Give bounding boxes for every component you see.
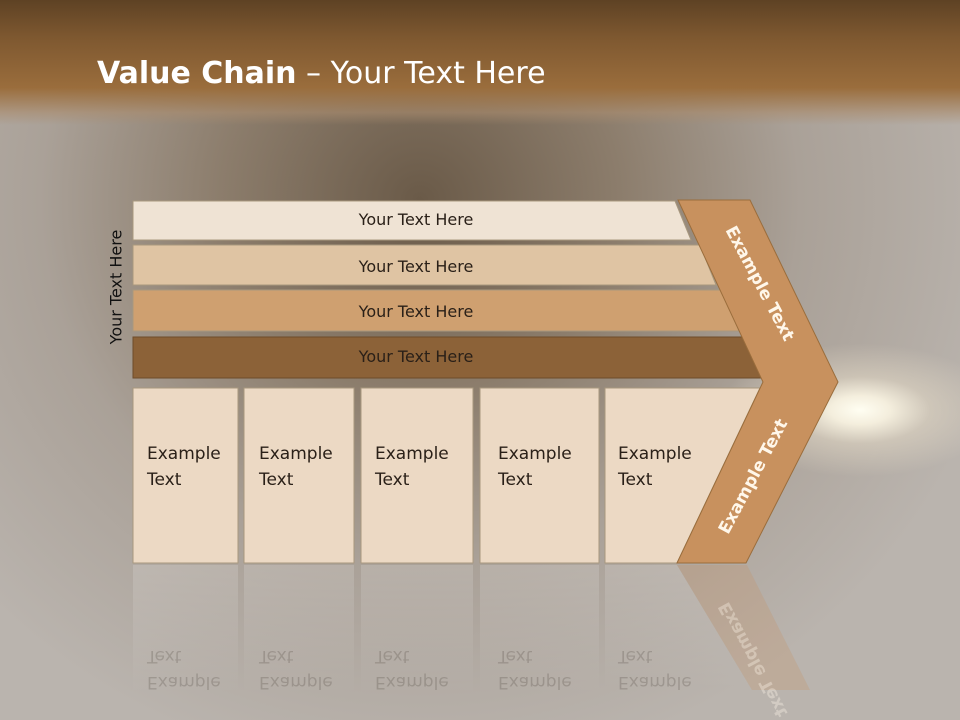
cell-2 xyxy=(243,387,355,564)
cell-5-line2: Text xyxy=(617,470,653,490)
reflection-cell-text: Text xyxy=(374,646,410,666)
bar-row-4-label: Your Text Here xyxy=(358,347,474,366)
reflection-cell xyxy=(133,565,238,695)
reflection-cell-text: Text xyxy=(617,646,653,666)
bar-row-3-label: Your Text Here xyxy=(358,302,474,321)
cell-2-line2: Text xyxy=(258,470,294,490)
cell-3 xyxy=(360,387,474,564)
cell-1-line2: Text xyxy=(146,470,182,490)
reflection-cell xyxy=(480,565,599,695)
bar-row-1 xyxy=(132,200,692,241)
reflection-cell-text: Text xyxy=(146,646,182,666)
reflection-cell-text: Example xyxy=(259,672,333,692)
cell-4 xyxy=(479,387,600,564)
reflection-cell xyxy=(244,565,354,695)
title-rest: – Your Text Here xyxy=(296,56,546,91)
title-bold: Value Chain xyxy=(97,56,297,91)
reflection-cell-text: Example xyxy=(375,672,449,692)
cell-1-line1: Example xyxy=(147,444,221,464)
cell-2-line1: Example xyxy=(259,444,333,464)
cell-1 xyxy=(132,387,239,564)
reflection-cell-text: Text xyxy=(497,646,533,666)
slide-title: Value Chain – Your Text Here xyxy=(97,56,546,91)
bar-row-2-label: Your Text Here xyxy=(358,257,474,276)
reflection-arrow xyxy=(677,565,810,690)
header-band xyxy=(0,0,960,125)
bar-row-1-label: Your Text Here xyxy=(358,210,474,229)
diagram-reflection: Example Text Example Text Example Text E… xyxy=(133,565,810,720)
reflection-cell-text: Example xyxy=(147,672,221,692)
cell-5-line1: Example xyxy=(618,444,692,464)
reflection-cell-text: Example xyxy=(618,672,692,692)
cell-3-line1: Example xyxy=(375,444,449,464)
reflection-cell xyxy=(605,565,752,690)
reflection-cell-text: Text xyxy=(258,646,294,666)
chevron-arrow xyxy=(676,199,839,564)
reflection-cell xyxy=(361,565,473,695)
cell-4-line2: Text xyxy=(497,470,533,490)
cell-4-line1: Example xyxy=(498,444,572,464)
cell-3-line2: Text xyxy=(374,470,410,490)
reflection-cell-text: Example xyxy=(498,672,572,692)
bar-row-2 xyxy=(132,244,717,286)
